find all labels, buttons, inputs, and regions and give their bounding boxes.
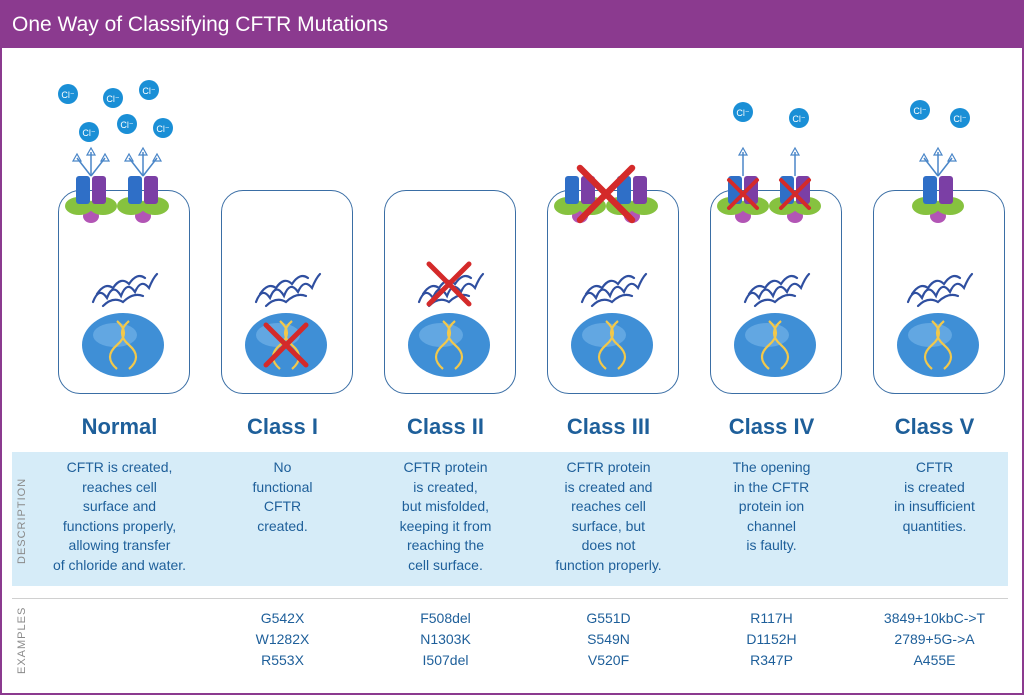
nucleus-highlight (93, 323, 137, 347)
chloride-ion-label: Cl⁻ (61, 90, 74, 100)
flow-arrow-head (918, 152, 930, 162)
examples-class-iii: G551D S549N V520F (586, 610, 631, 668)
flow-arrow-head (85, 146, 97, 156)
cell-class-v-art: Cl⁻ Cl⁻ (897, 100, 979, 377)
chloride-ion (733, 102, 753, 122)
cell-class-i-art (245, 272, 327, 377)
cell-diagrams: Cl⁻Cl⁻Cl⁻Cl⁻Cl⁻Cl⁻ Cl⁻Cl⁻ Cl⁻Cl⁻ (2, 62, 1022, 402)
flow-arrow-head (737, 146, 749, 156)
cell-class-iv-art: Cl⁻ Cl⁻ (717, 102, 821, 377)
examples-class-v: 3849+10kbC->T 2789+5G->A A455E (883, 610, 986, 668)
flow-arrow-head (123, 152, 135, 162)
chloride-ion (950, 108, 970, 128)
chloride-ion (103, 88, 123, 108)
channel-left-pore (128, 176, 142, 204)
channel-left-pore (923, 176, 937, 204)
chloride-ion-label: Cl⁻ (736, 108, 749, 118)
protein-icon (580, 272, 648, 308)
description-class-iv: The opening in the CFTR protein ion chan… (732, 459, 811, 553)
channel-right-pore (939, 176, 953, 204)
chloride-ion-label: Cl⁻ (953, 114, 966, 124)
channel-right-pore (92, 176, 106, 204)
cell-class-ii-art (408, 261, 490, 377)
header-class-iv: Class IV (728, 414, 815, 439)
header-class-i: Class I (247, 414, 318, 439)
channel-right-pore (144, 176, 158, 204)
nucleus-highlight (419, 323, 463, 347)
description-side-label: DESCRIPTION (16, 477, 28, 564)
x-mark (576, 164, 636, 224)
chloride-ion-label: Cl⁻ (913, 106, 926, 116)
dna-strand (609, 320, 627, 370)
chloride-ion-label: Cl⁻ (792, 114, 805, 124)
examples-side-label: EXAMPLES (16, 606, 28, 674)
nucleus-highlight (745, 323, 789, 347)
cell-class-ii (364, 62, 527, 402)
examples-class-i: G542X W1282X R553X (255, 610, 310, 668)
header-normal: Normal (81, 414, 158, 439)
cell-class-v: Cl⁻ Cl⁻ (853, 62, 1016, 402)
protein-icon (91, 272, 159, 308)
chloride-ion (79, 122, 99, 142)
x-mark (263, 322, 309, 368)
flow-arrow-head (137, 146, 149, 156)
channel-left-pore (565, 176, 579, 204)
flow-arrow-head (946, 152, 958, 162)
cell-class-iii-art (554, 164, 658, 377)
description-class-ii: CFTR protein is created, but misfolded, … (399, 459, 492, 573)
x-mark (779, 178, 811, 210)
flow-arrow-head (932, 146, 944, 156)
chloride-ion (117, 114, 137, 134)
cell-class-iii (527, 62, 690, 402)
chloride-ion-label: Cl⁻ (106, 94, 119, 104)
flow-arrow-head (99, 152, 111, 162)
description-class-v: CFTR is created in insufficient quantiti… (894, 459, 975, 534)
examples-class-iv: R117H D1152H R347P (746, 610, 797, 668)
dna-strand (772, 320, 790, 370)
header-class-iii: Class III (566, 414, 651, 439)
description-band: CFTR is created, reaches cell surface an… (12, 452, 1008, 586)
header-class-ii: Class II (406, 414, 485, 439)
protein-icon (254, 272, 322, 308)
description-normal: CFTR is created, reaches cell surface an… (52, 459, 187, 573)
dna-strand (935, 320, 953, 370)
chloride-ion (153, 118, 173, 138)
dna-strand (120, 320, 138, 370)
cell-normal: Cl⁻ Cl⁻ Cl⁻ Cl⁻ Cl⁻ Cl⁻ (38, 62, 201, 402)
cell-normal-art: Cl⁻ Cl⁻ Cl⁻ Cl⁻ Cl⁻ Cl⁻ (58, 80, 173, 377)
nucleus-highlight (908, 323, 952, 347)
flow-arrow-head (151, 152, 163, 162)
dna-strand (283, 320, 301, 370)
chloride-ion-label: Cl⁻ (82, 128, 95, 138)
chloride-ion (910, 100, 930, 120)
dna-strand (446, 320, 464, 370)
protein-icon (743, 272, 811, 308)
cell-class-iv: Cl⁻ Cl⁻ (690, 62, 853, 402)
flow-arrow-head (71, 152, 83, 162)
description-class-i: No functional CFTR created. (252, 459, 313, 534)
chloride-ion (789, 108, 809, 128)
chloride-ion-label: Cl⁻ (142, 86, 155, 96)
x-mark (426, 261, 472, 307)
nucleus-highlight (582, 323, 626, 347)
figure-title: One Way of Classifying CFTR Mutations (2, 2, 1022, 48)
description-class-iii: CFTR protein is created and reaches cell… (555, 459, 662, 573)
header-class-v: Class V (894, 414, 975, 439)
examples-class-ii: F508del N1303K I507del (420, 610, 471, 668)
section-divider (12, 598, 1008, 599)
chloride-ion (58, 84, 78, 104)
chloride-ion-label: Cl⁻ (120, 120, 133, 130)
channel-left-pore (76, 176, 90, 204)
class-headers: Normal Class I Class II Class III Class … (2, 414, 1022, 450)
channel-right-pore (633, 176, 647, 204)
chloride-ion-label: Cl⁻ (156, 124, 169, 134)
x-mark (727, 178, 759, 210)
cell-class-i (201, 62, 364, 402)
protein-icon (906, 272, 974, 308)
chloride-ion (139, 80, 159, 100)
flow-arrow-head (789, 146, 801, 156)
